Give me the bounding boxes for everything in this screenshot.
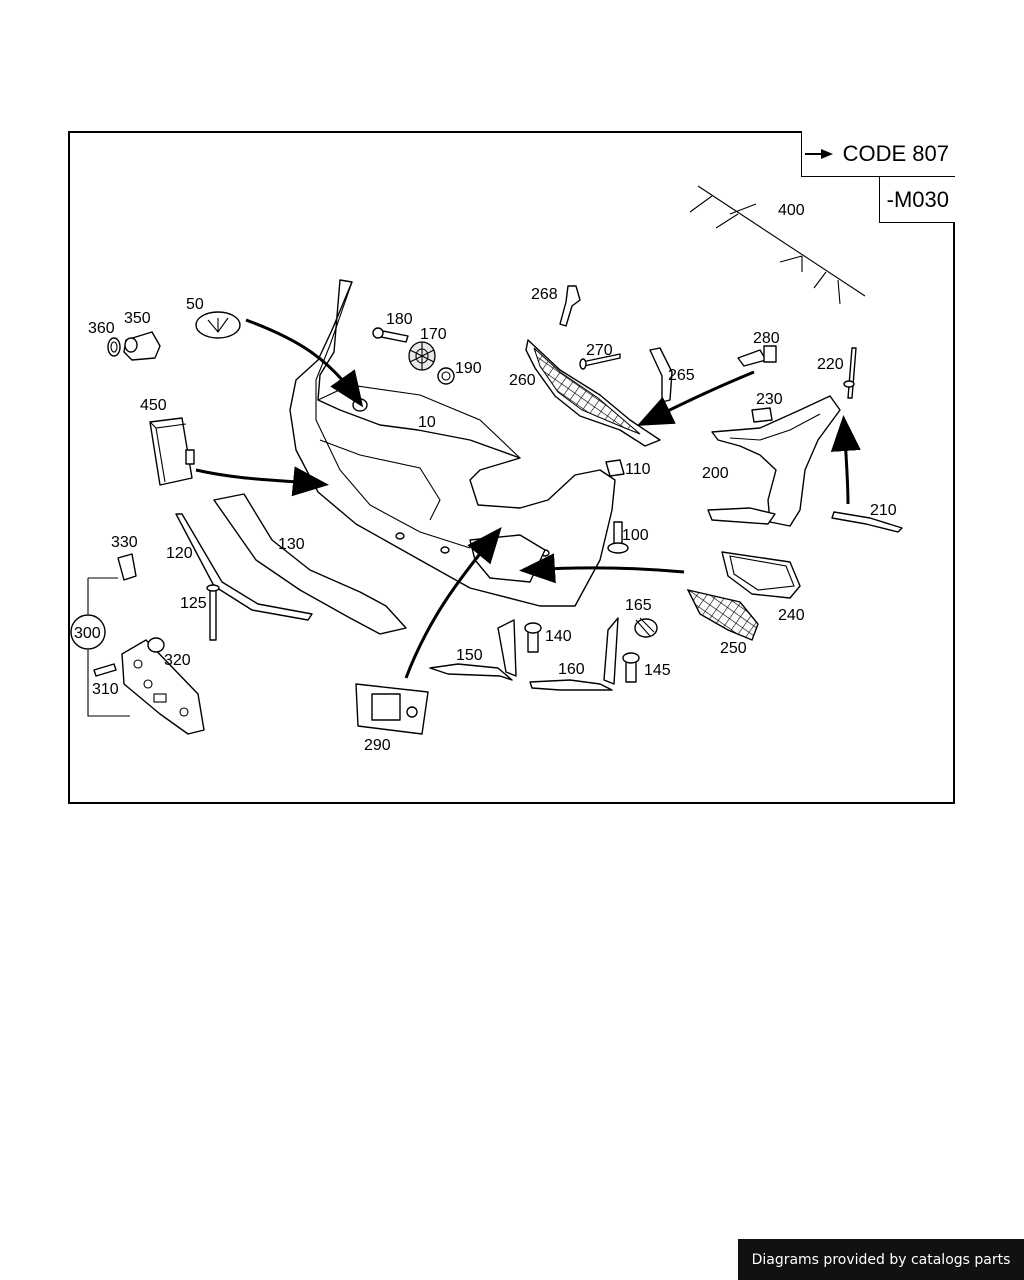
callout-120: 120 — [166, 545, 193, 562]
callout-260: 260 — [509, 372, 536, 389]
diagram-frame — [68, 131, 955, 804]
callout-145: 145 — [644, 662, 671, 679]
callout-270: 270 — [586, 342, 613, 359]
bolt-140 — [524, 622, 542, 653]
callout-450: 450 — [140, 397, 167, 414]
callout-110: 110 — [625, 461, 651, 478]
callout-280: 280 — [753, 330, 780, 347]
parking-sensor-350 — [123, 331, 161, 361]
callout-330: 330 — [111, 534, 138, 551]
footer-credit-text: Diagrams provided by catalogs parts — [751, 1251, 1011, 1268]
callout-300: 300 — [74, 625, 101, 642]
callout-165: 165 — [625, 597, 652, 614]
callout-290: 290 — [364, 737, 391, 754]
sensor-ring-360 — [107, 337, 121, 357]
model-code-text: -M030 — [886, 186, 949, 212]
callout-170: 170 — [420, 326, 447, 343]
callout-50: 50 — [186, 296, 204, 313]
clip-268 — [559, 285, 581, 327]
callout-350: 350 — [124, 310, 151, 327]
callout-360: 360 — [88, 320, 115, 337]
arrow-right-icon — [804, 148, 835, 159]
callout-230: 230 — [756, 391, 783, 408]
callout-130: 130 — [278, 536, 305, 553]
grommet-165 — [634, 617, 658, 638]
code-807-label: CODE 807 — [801, 131, 955, 177]
clip-110 — [605, 459, 625, 477]
footer-credit-banner: Diagrams provided by catalogs parts — [738, 1239, 1024, 1280]
fog-bezel-240 — [721, 551, 801, 599]
callout-150: 150 — [456, 647, 483, 664]
bolt-180 — [372, 327, 409, 343]
bolt-100 — [607, 521, 629, 554]
callout-400: 400 — [778, 202, 805, 219]
callout-240: 240 — [778, 607, 805, 624]
callout-220: 220 — [817, 356, 844, 373]
rivet-270 — [579, 353, 621, 370]
callout-200: 200 — [702, 465, 729, 482]
callout-labels: 10 50 100 110 120 125 130 140 145 150 16… — [74, 202, 897, 754]
gear-170 — [408, 341, 436, 371]
bolt-145 — [622, 652, 640, 683]
callout-140: 140 — [545, 628, 572, 645]
trim-160 — [529, 617, 619, 691]
bracket-200 — [707, 395, 841, 527]
clip-230 — [751, 407, 773, 423]
callout-160: 160 — [558, 661, 585, 678]
callout-10: 10 — [418, 414, 436, 431]
callout-310: 310 — [92, 681, 119, 698]
screw-310 — [93, 663, 117, 677]
pin-220 — [843, 347, 857, 399]
nut-320 — [147, 637, 165, 653]
rivet-125 — [206, 584, 220, 641]
bumper-cover-10 — [289, 279, 616, 607]
callout-125: 125 — [180, 595, 207, 612]
fog-mesh-250 — [686, 588, 759, 641]
wiring-harness-400 — [689, 185, 866, 305]
bracket-group-300 — [70, 577, 205, 735]
grille-260 — [525, 339, 661, 447]
spoiler-130 — [213, 493, 407, 635]
radar-module-450 — [149, 417, 195, 486]
emblem-50 — [195, 311, 241, 339]
callout-268: 268 — [531, 286, 558, 303]
license-plate-holder-290 — [355, 683, 429, 735]
plug-280 — [737, 345, 777, 367]
clip-330 — [117, 553, 137, 581]
trim-120 — [175, 513, 313, 621]
callout-210: 210 — [870, 502, 897, 519]
callout-250: 250 — [720, 640, 747, 657]
model-code-label: -M030 — [879, 177, 955, 223]
callout-100: 100 — [622, 527, 649, 544]
callout-265: 265 — [668, 367, 695, 384]
arrows — [195, 318, 861, 679]
callout-180: 180 — [386, 311, 413, 328]
code-807-text: CODE 807 — [842, 140, 949, 166]
callout-320: 320 — [164, 652, 191, 669]
strip-210 — [831, 511, 903, 533]
trim-150 — [429, 619, 517, 681]
nut-190 — [437, 367, 455, 385]
callout-190: 190 — [455, 360, 482, 377]
